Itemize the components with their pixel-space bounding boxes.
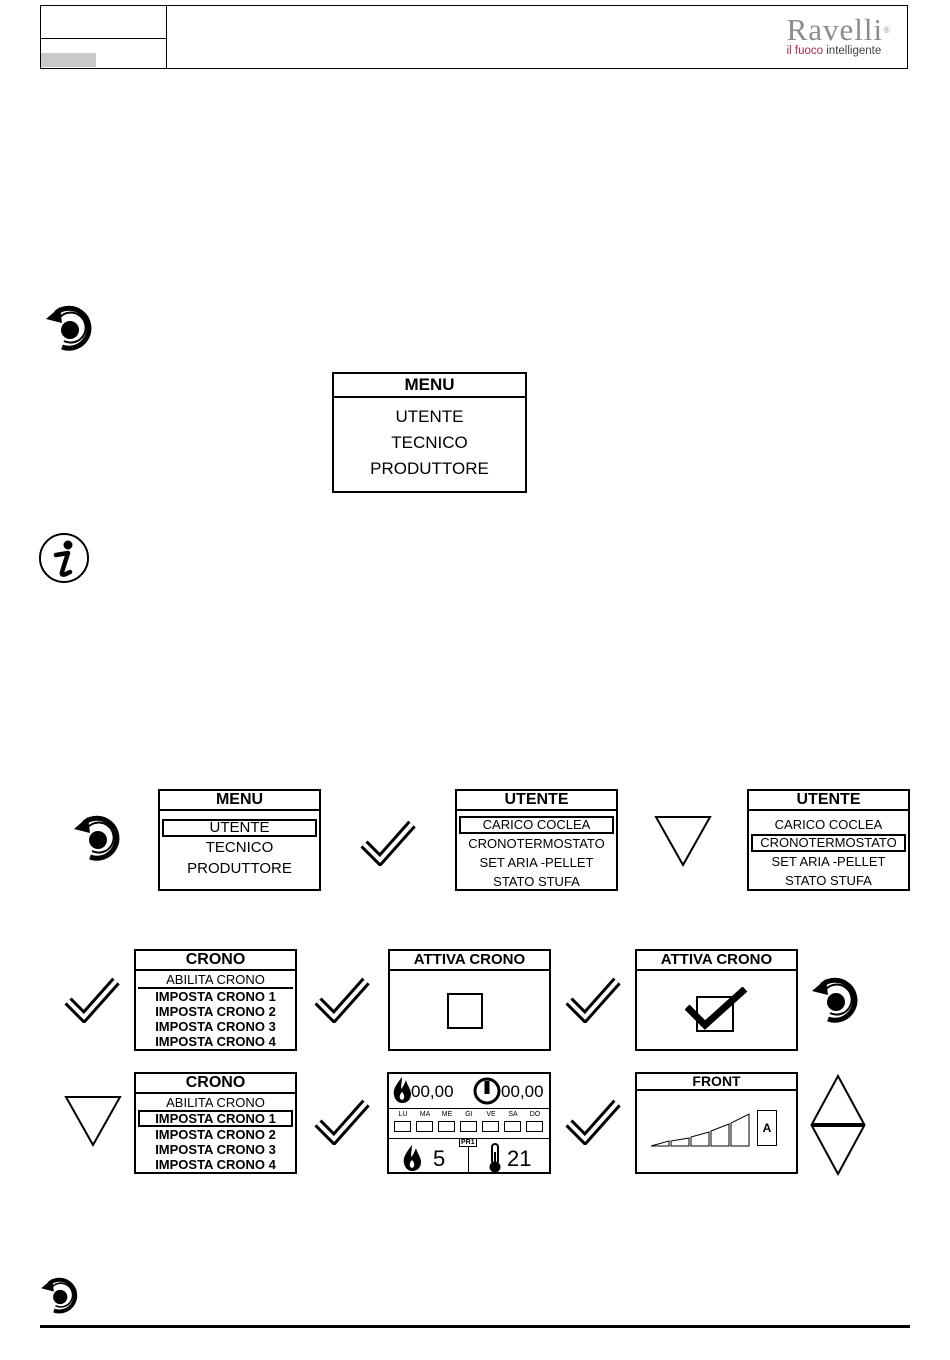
day-box [482, 1121, 499, 1132]
brand-mark: ® [883, 25, 891, 35]
crono-item: IMPOSTA CRONO 1 [138, 1110, 293, 1127]
menu-title: MENU [160, 791, 319, 811]
day-label: MA [419, 1111, 431, 1118]
crono-lcd: CRONO ABILITA CRONO IMPOSTA CRONO 1 IMPO… [134, 1072, 297, 1174]
confirm-check-icon [565, 977, 621, 1023]
utente-item: STATO STUFA [493, 874, 580, 889]
crono-title: CRONO [136, 1074, 295, 1094]
back-icon [41, 1277, 78, 1314]
menu-lcd-small: MENU UTENTE TECNICO PRODUTTORE [158, 789, 321, 891]
temperature-value: 21 [507, 1146, 532, 1171]
attiva-crono-lcd: ATTIVA CRONO [635, 949, 798, 1051]
confirm-check-icon [565, 1099, 621, 1145]
day-label: LU [398, 1111, 408, 1118]
down-triangle-icon [654, 816, 712, 867]
utente-item: SET ARIA -PELLET [771, 854, 886, 869]
menu-item-utente: UTENTE [395, 407, 464, 426]
crono-item: IMPOSTA CRONO 3 [155, 1142, 276, 1157]
header-grey-block [41, 53, 96, 67]
front-lcd: FRONT A [635, 1072, 798, 1174]
menu-title: MENU [334, 374, 525, 398]
crono-item: IMPOSTA CRONO 2 [155, 1127, 276, 1142]
utente-title: UTENTE [457, 791, 616, 811]
day-box [394, 1121, 411, 1132]
checked-box-icon [685, 987, 748, 1032]
power-level: 5 [433, 1146, 446, 1171]
brand-logo: Ravelli® il fuoco intelligente [786, 12, 891, 58]
utente-item: CARICO COCLEA [459, 816, 614, 834]
info-icon [39, 533, 89, 583]
day-box [504, 1121, 521, 1132]
menu-item-produttore: PRODUTTORE [187, 860, 292, 877]
header-divider [41, 38, 167, 39]
crono-item: IMPOSTA CRONO 4 [155, 1157, 276, 1172]
menu-item-tecnico: TECNICO [205, 839, 274, 856]
utente-item: STATO STUFA [785, 873, 872, 888]
confirm-check-icon [314, 1099, 370, 1145]
thermometer-icon [489, 1143, 501, 1173]
down-triangle-icon [64, 1096, 122, 1147]
utente-lcd: UTENTE CARICO COCLEA CRONOTERMOSTATO SET… [747, 789, 910, 891]
crono-program-lcd: 00,00 00,00 LU MA ME GI VE SA DO PR1 5 2… [387, 1072, 551, 1174]
footer-rule [40, 1325, 910, 1328]
page-header: Ravelli® il fuoco intelligente [40, 5, 908, 69]
crono-lcd: CRONO ABILITA CRONO IMPOSTA CRONO 1 IMPO… [134, 949, 297, 1051]
menu-lcd: MENU UTENTE TECNICO PRODUTTORE [332, 372, 527, 493]
power-level-bars [650, 1113, 750, 1147]
day-label: SA [508, 1111, 518, 1118]
crono-item: ABILITA CRONO [138, 972, 293, 989]
day-label: GI [465, 1111, 473, 1118]
unchecked-box [447, 993, 483, 1029]
brand-name: Ravelli [786, 12, 884, 47]
power-icon [473, 1077, 501, 1105]
utente-item: CRONOTERMOSTATO [751, 834, 906, 852]
header-left-cell [41, 6, 167, 68]
brand-tagline: il fuoco intelligente [786, 45, 882, 57]
menu-item-produttore: PRODUTTORE [370, 459, 489, 478]
crono-item: IMPOSTA CRONO 3 [155, 1019, 276, 1034]
back-icon [74, 815, 120, 861]
utente-item: SET ARIA -PELLET [479, 855, 594, 870]
attiva-crono-title: ATTIVA CRONO [390, 951, 549, 971]
up-down-arrows-icon [810, 1074, 866, 1176]
flame-icon [393, 1077, 411, 1103]
crono-item: IMPOSTA CRONO 2 [155, 1004, 276, 1019]
confirm-check-icon [360, 820, 416, 866]
confirm-check-icon [64, 977, 120, 1023]
auto-mode-indicator: A [757, 1110, 777, 1146]
utente-item: CARICO COCLEA [774, 817, 883, 832]
crono-title: CRONO [136, 951, 295, 971]
attiva-crono-title: ATTIVA CRONO [637, 951, 796, 971]
off-time: 00,00 [501, 1082, 544, 1101]
program-label: PR1 [459, 1138, 477, 1147]
back-icon [812, 977, 858, 1023]
front-title: FRONT [637, 1074, 796, 1091]
day-label: VE [486, 1111, 496, 1118]
on-time: 00,00 [411, 1082, 454, 1101]
day-box [526, 1121, 543, 1132]
crono-item: IMPOSTA CRONO 1 [155, 989, 276, 1004]
confirm-check-icon [314, 977, 370, 1023]
day-box [438, 1121, 455, 1132]
crono-item: ABILITA CRONO [166, 1095, 265, 1110]
days-row: LU MA ME GI VE SA DO [392, 1111, 548, 1135]
menu-item-tecnico: TECNICO [391, 433, 468, 452]
day-label: DO [529, 1111, 541, 1118]
flame-icon [403, 1145, 421, 1171]
day-label: ME [441, 1111, 453, 1118]
crono-item: IMPOSTA CRONO 4 [155, 1034, 276, 1049]
utente-item: CRONOTERMOSTATO [468, 836, 605, 851]
back-icon [46, 305, 92, 351]
menu-item-utente: UTENTE [162, 819, 317, 837]
day-box [416, 1121, 433, 1132]
attiva-crono-lcd: ATTIVA CRONO [388, 949, 551, 1051]
utente-lcd: UTENTE CARICO COCLEA CRONOTERMOSTATO SET… [455, 789, 618, 891]
day-box [460, 1121, 477, 1132]
utente-title: UTENTE [749, 791, 908, 811]
